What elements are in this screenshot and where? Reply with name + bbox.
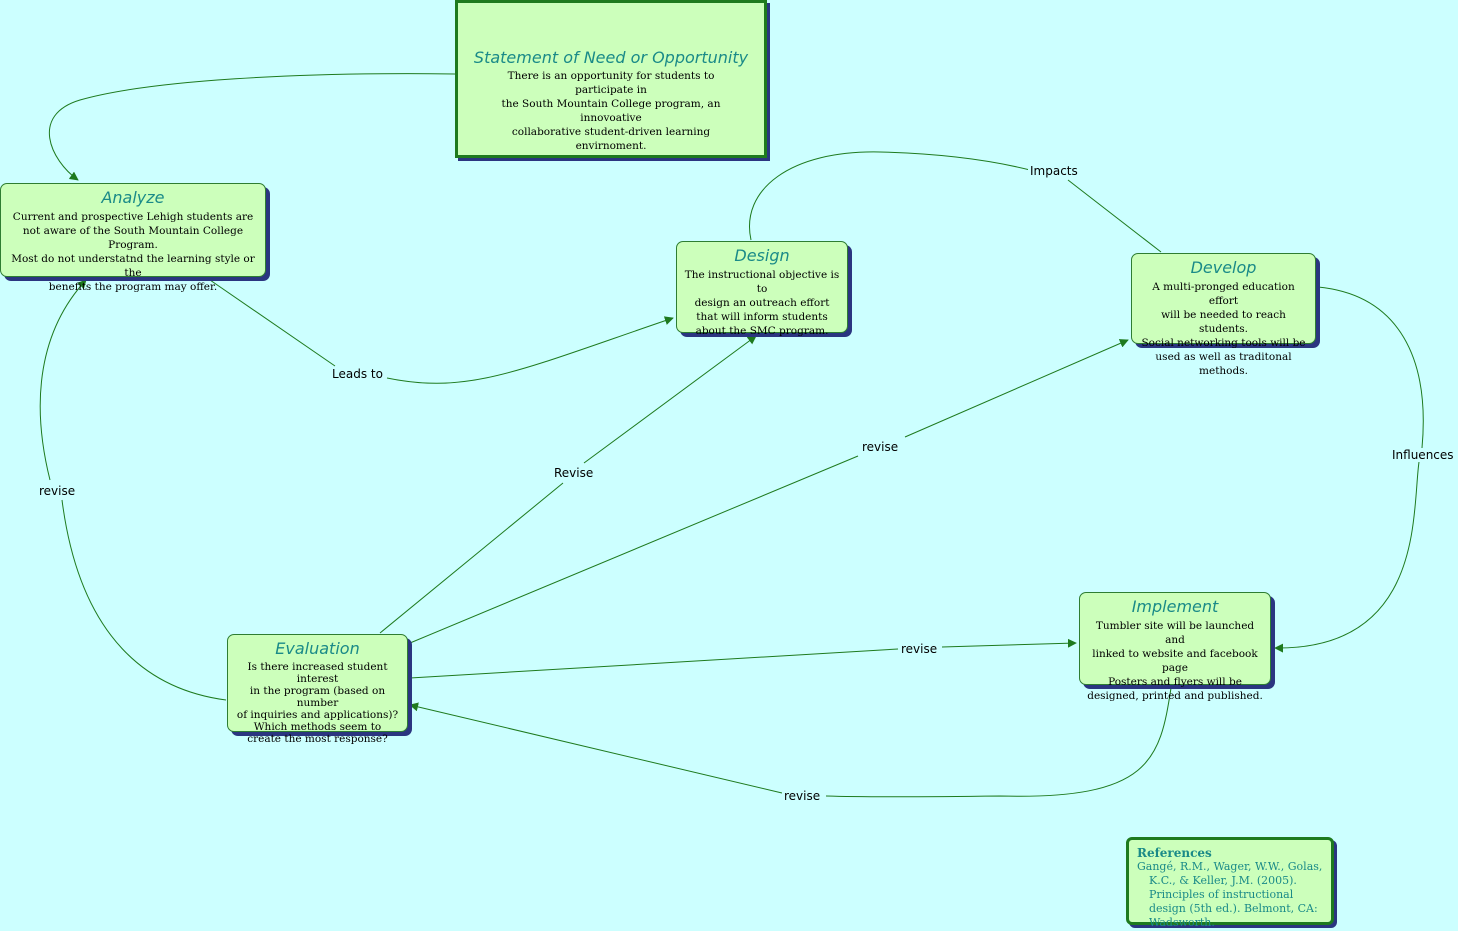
label-influences: Influences	[1390, 448, 1456, 462]
references-title: References	[1137, 846, 1212, 860]
link-evaluation-develop-a	[409, 455, 859, 644]
link-design-impacts	[749, 151, 1031, 241]
link-evaluation-analyze-a	[61, 499, 227, 701]
implement-node[interactable]: Implement Tumbler site will be launched …	[1079, 592, 1271, 702]
link-statement-analyze	[48, 73, 456, 181]
label-revise-analyze: revise	[37, 484, 78, 498]
link-influences-implement	[1274, 461, 1420, 653]
label-revise-evaluation: revise	[782, 789, 823, 803]
references-text: Gangé, R.M., Wager, W.W., Golas, K.C., &…	[1137, 860, 1323, 929]
label-impacts: Impacts	[1028, 164, 1080, 178]
evaluation-text: Is there increased student interest in t…	[236, 661, 399, 745]
statement-title: Statement of Need or Opportunity	[473, 48, 749, 67]
link-implement-evaluation-a	[825, 687, 1172, 798]
link-evaluation-design-a	[379, 482, 564, 634]
label-revise-design: Revise	[552, 466, 596, 480]
link-evaluation-implement-b	[941, 638, 1077, 648]
statement-of-need-box[interactable]: Statement of Need or Opportunity There i…	[455, 0, 767, 158]
design-node[interactable]: Design The instructional objective is to…	[676, 241, 848, 337]
analyze-node[interactable]: Analyze Current and prospective Lehigh s…	[0, 183, 266, 293]
link-evaluation-develop-b	[904, 339, 1129, 438]
link-implement-evaluation-b	[409, 702, 783, 794]
evaluation-title: Evaluation	[275, 639, 360, 658]
evaluation-node[interactable]: Evaluation Is there increased student in…	[227, 634, 408, 745]
label-revise-develop: revise	[860, 440, 901, 454]
analyze-text: Current and prospective Lehigh students …	[11, 211, 255, 293]
link-evaluation-analyze-b	[39, 279, 87, 481]
analyze-title: Analyze	[101, 188, 165, 207]
references-box[interactable]: References Gangé, R.M., Wager, W.W., Gol…	[1126, 837, 1334, 929]
develop-text: A multi-pronged education effort will be…	[1141, 281, 1306, 377]
implement-title: Implement	[1131, 597, 1219, 616]
link-impacts-develop	[1067, 179, 1162, 253]
design-title: Design	[734, 246, 790, 265]
link-analyze-design	[209, 279, 336, 367]
link-leads-to-design	[386, 316, 674, 384]
link-evaluation-implement-a	[409, 648, 899, 679]
design-text: The instructional objective is to design…	[684, 269, 840, 337]
label-revise-implement: revise	[899, 642, 940, 656]
link-develop-influences	[1317, 286, 1424, 449]
develop-node[interactable]: Develop A multi-pronged education effort…	[1131, 253, 1316, 377]
label-leads-to: Leads to	[330, 367, 385, 381]
develop-title: Develop	[1190, 258, 1257, 277]
implement-text: Tumbler site will be launched and linked…	[1087, 620, 1263, 702]
link-evaluation-design-b	[583, 335, 757, 464]
statement-text: There is an opportunity for students to …	[501, 70, 721, 152]
